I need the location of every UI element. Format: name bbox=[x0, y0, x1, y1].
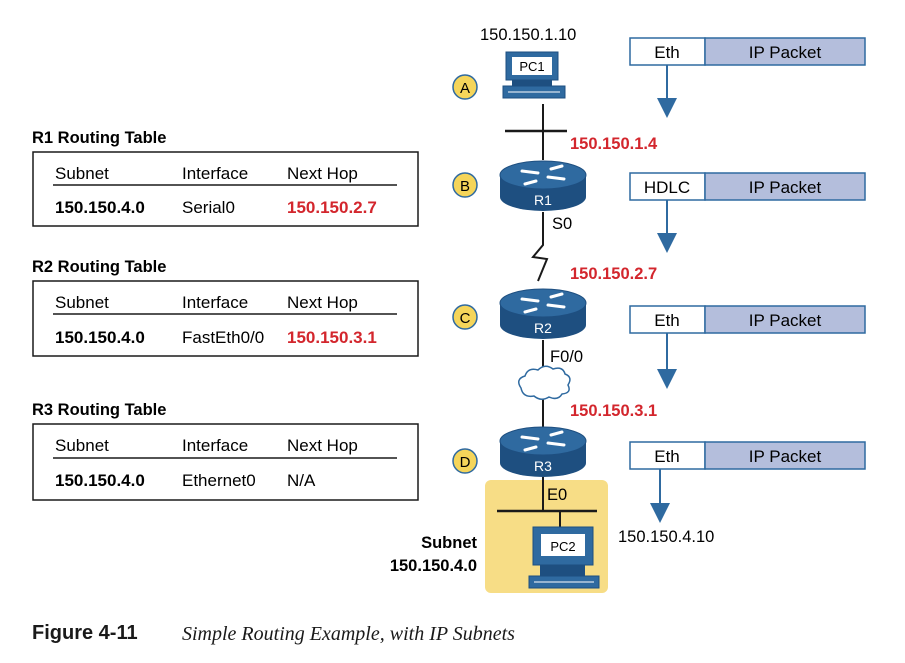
r1-row-subnet: 150.150.4.0 bbox=[55, 198, 145, 217]
r3-header-interface: Interface bbox=[182, 436, 248, 455]
r3-ip-label: 150.150.3.1 bbox=[570, 402, 657, 420]
pc2-label: PC2 bbox=[550, 539, 575, 554]
step-b-badge bbox=[452, 172, 478, 198]
step-a-label: A bbox=[460, 80, 470, 97]
r1-ip-label: 150.150.1.4 bbox=[570, 135, 658, 153]
step-a-badge bbox=[452, 74, 478, 100]
r2-header-next-hop: Next Hop bbox=[287, 293, 358, 312]
step-d-label: D bbox=[460, 454, 471, 471]
r2-row-next-hop: 150.150.3.1 bbox=[287, 328, 377, 347]
subnet-value: 150.150.4.0 bbox=[390, 557, 477, 575]
packet-c-payload: IP Packet bbox=[749, 311, 822, 330]
r2-interface-label: F0/0 bbox=[550, 348, 583, 366]
r3-header-next-hop: Next Hop bbox=[287, 436, 358, 455]
r3-row-subnet: 150.150.4.0 bbox=[55, 471, 145, 490]
step-d-badge bbox=[452, 448, 478, 474]
r2-header-interface: Interface bbox=[182, 293, 248, 312]
serial-link bbox=[531, 212, 549, 282]
router-r1-label: R1 bbox=[534, 192, 552, 208]
packet-b-payload-cell bbox=[704, 172, 866, 201]
subnet-label: Subnet bbox=[421, 534, 477, 552]
packet-d-payload-cell bbox=[704, 441, 866, 470]
r2-row-interface: FastEth0/0 bbox=[182, 328, 264, 347]
packet-a-payload-cell bbox=[704, 37, 866, 66]
packet-d-payload: IP Packet bbox=[749, 447, 822, 466]
r3-table-box bbox=[32, 423, 419, 501]
r1-row-interface: Serial0 bbox=[182, 198, 235, 217]
r3-row-next-hop: N/A bbox=[287, 471, 316, 490]
r1-row-next-hop: 150.150.2.7 bbox=[287, 198, 377, 217]
pc1-ip: 150.150.1.10 bbox=[480, 26, 576, 44]
step-b-label: B bbox=[460, 178, 470, 195]
step-c-badge bbox=[452, 304, 478, 330]
r1-header-interface: Interface bbox=[182, 164, 248, 183]
packet-c-payload-cell bbox=[704, 305, 866, 334]
r2-row-subnet: 150.150.4.0 bbox=[55, 328, 145, 347]
packet-b-header: HDLC bbox=[644, 178, 690, 197]
router-r2-icon bbox=[499, 288, 587, 339]
r1-table-box bbox=[32, 151, 419, 227]
router-r2-label: R2 bbox=[534, 320, 552, 336]
packet-c-header: Eth bbox=[654, 311, 680, 330]
router-r3-icon bbox=[499, 426, 587, 477]
r1-interface-label: S0 bbox=[552, 215, 572, 233]
figure-caption: Simple Routing Example, with IP Subnets bbox=[182, 623, 515, 645]
r3-row-interface: Ethernet0 bbox=[182, 471, 256, 490]
pc1-label: PC1 bbox=[519, 59, 544, 74]
r2-table-title: R2 Routing Table bbox=[32, 258, 166, 276]
r3-interface-label: E0 bbox=[547, 486, 567, 504]
packet-a-payload: IP Packet bbox=[749, 43, 822, 62]
pc1-icon bbox=[502, 51, 566, 99]
r2-ip-label: 150.150.2.7 bbox=[570, 265, 657, 283]
figure-number: Figure 4-11 bbox=[32, 622, 138, 644]
r2-table-box bbox=[32, 280, 419, 357]
router-r1-icon bbox=[499, 160, 587, 211]
r1-header-next-hop: Next Hop bbox=[287, 164, 358, 183]
step-c-label: C bbox=[460, 310, 471, 327]
packet-c-header-cell bbox=[629, 305, 706, 334]
pc2-icon bbox=[528, 526, 600, 589]
ethernet-cloud-icon bbox=[518, 365, 571, 400]
r1-table-title: R1 Routing Table bbox=[32, 129, 166, 147]
packet-a-header: Eth bbox=[654, 43, 680, 62]
r3-table-title: R3 Routing Table bbox=[32, 401, 166, 419]
r3-header-subnet: Subnet bbox=[55, 436, 109, 455]
r2-header-subnet: Subnet bbox=[55, 293, 109, 312]
r1-header-subnet: Subnet bbox=[55, 164, 109, 183]
packet-a-header-cell bbox=[629, 37, 706, 66]
pc2-ip: 150.150.4.10 bbox=[618, 528, 714, 546]
packet-d-header: Eth bbox=[654, 447, 680, 466]
router-r3-label: R3 bbox=[534, 458, 552, 474]
packet-b-payload: IP Packet bbox=[749, 178, 822, 197]
